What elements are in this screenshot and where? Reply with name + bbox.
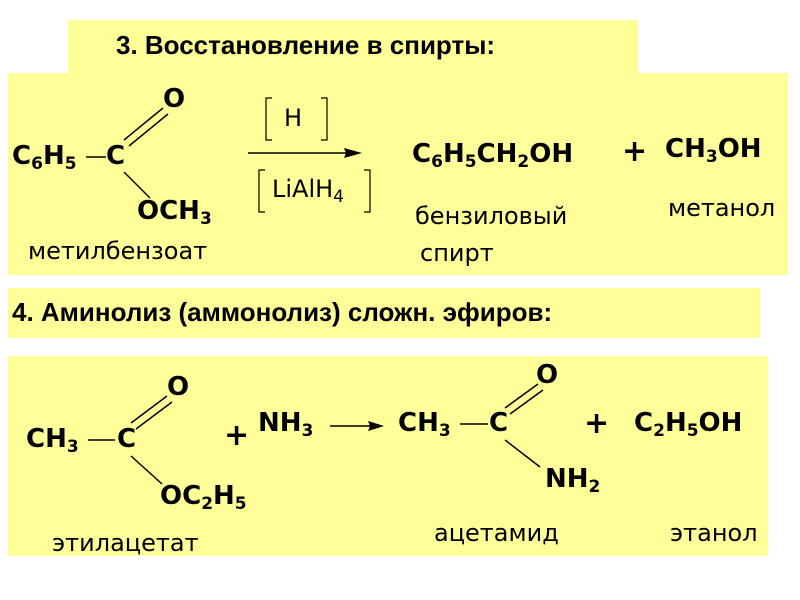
reagent-hydrogen: H	[284, 104, 303, 132]
plus-sign-section4-left: +	[224, 418, 250, 453]
reactant4-oc2h5: OC2H5	[160, 481, 247, 514]
bond-c-och3	[123, 171, 151, 199]
product3-methanol: CH3OH	[665, 134, 762, 167]
reagent-lialh4: LiAlH4	[272, 175, 344, 207]
section4-heading: 4. Аминолиз (аммонолиз) сложн. эфиров:	[12, 297, 553, 327]
heading3-panel	[68, 20, 638, 74]
product4-oxygen: O	[536, 360, 559, 390]
reactant4-carbon: C	[117, 424, 137, 454]
double-bond-c-o-2	[128, 113, 169, 147]
product4-ch3: CH3	[398, 408, 451, 441]
reactant3-c6h5: C6H5	[12, 141, 77, 174]
section3-heading: 3. Восстановление в спирты:	[116, 30, 496, 60]
reactant3-name: метилбензоат	[28, 237, 208, 265]
product4-ethanol: C2H5OH	[634, 408, 743, 441]
bond-c-nh2	[504, 439, 541, 468]
reagent-nh3: NH3	[258, 408, 314, 441]
heading4-panel	[8, 288, 760, 338]
double-bond-c-o-reactant-2	[135, 401, 173, 430]
double-bond-c-o-product-2	[509, 389, 544, 415]
reaction4-panel	[8, 356, 768, 556]
reactant4-name: этилацетат	[52, 529, 199, 557]
product4-ethanol-name: этанол	[670, 519, 758, 547]
product3-name-line1: бензиловый	[415, 202, 568, 230]
double-bond-c-o-reactant-1	[130, 395, 168, 424]
bracket-h-right	[321, 97, 328, 141]
product4-name: ацетамид	[434, 519, 559, 547]
product4-carbon: C	[489, 408, 509, 438]
product3-name-line2: спирт	[420, 239, 494, 267]
reaction3-panel	[8, 73, 788, 275]
reactant4-ch3: CH3	[26, 424, 79, 457]
double-bond-c-o-product-1	[504, 383, 539, 409]
plus-sign-section4-right: +	[584, 406, 610, 441]
product4-nh2: NH2	[545, 464, 601, 497]
reactant4-oxygen: O	[167, 372, 190, 402]
product3-benzyl-alcohol: C6H5CH2OH	[412, 139, 574, 172]
plus-sign-section3: +	[622, 134, 648, 169]
double-bond-c-o-1	[123, 107, 164, 141]
bond-c-oc2h5	[130, 455, 163, 485]
reactant3-carbon: C	[106, 141, 126, 171]
reactant3-och3: OCH3	[137, 196, 212, 229]
bracket-lialh4-right	[364, 169, 371, 213]
bracket-h-left	[265, 97, 272, 141]
reactant3-oxygen: O	[163, 84, 186, 114]
product3-methanol-name: метанол	[668, 194, 776, 222]
arrow-head-3	[344, 148, 362, 158]
arrow-head-4	[368, 421, 384, 431]
bracket-lialh4-left	[258, 169, 265, 213]
